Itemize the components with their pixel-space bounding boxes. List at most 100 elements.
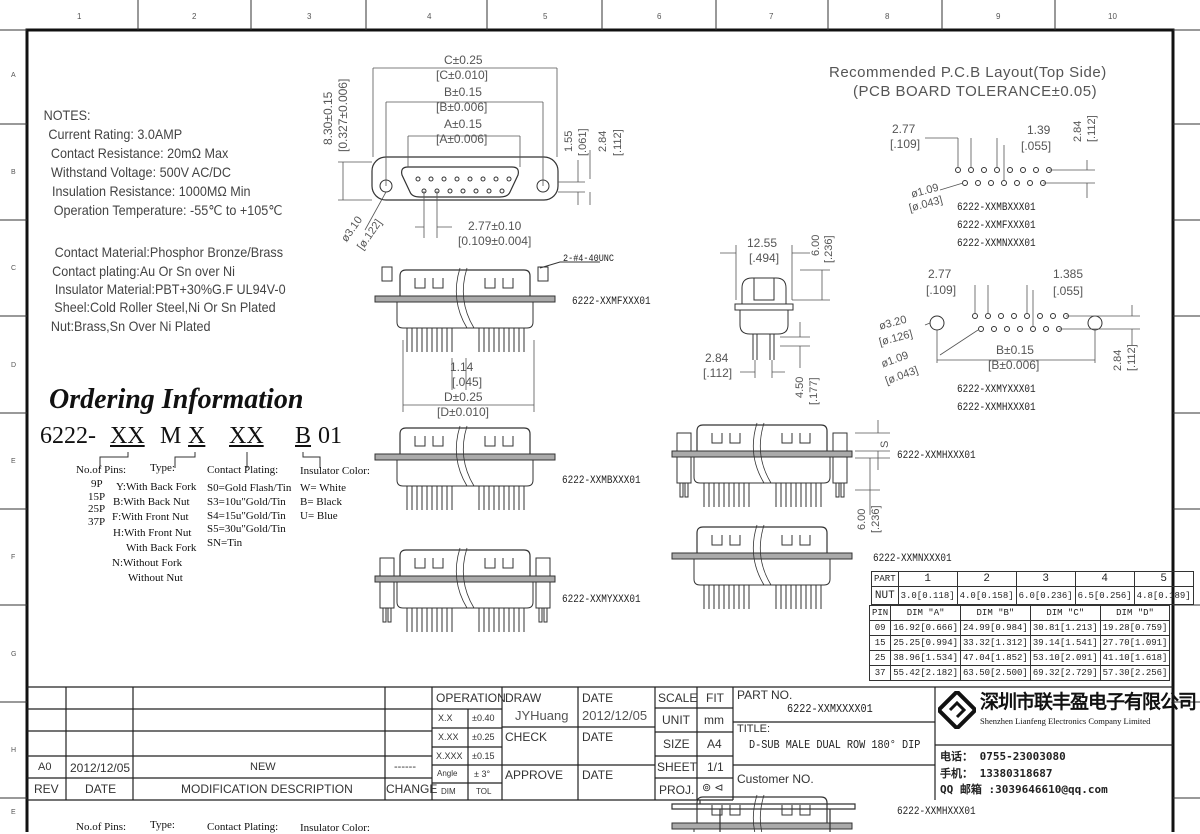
table-cell: 38.96[1.534] [890,650,962,666]
pins-option: 15P [88,491,106,503]
sheet-label: SHEET [657,760,698,774]
table-cell: DIM "A" [890,605,962,621]
table-cell: 39.14[1.541] [1029,635,1101,651]
col-label: 1 [77,12,82,21]
h-side-view [671,422,853,484]
col-label: 3 [307,12,312,21]
dim-width: 12.55 [747,236,778,250]
part-number: 6222-XXMXXXX01 [787,702,873,716]
table-cell: 27.70[1.091] [1099,635,1171,651]
table-cell: 3 [1015,571,1076,587]
company-tel: 电话： 0755-23003080 [940,750,1066,763]
projection-symbol-icon: ⊚ ⊲ [702,782,724,794]
dim-d: D±0.25 [444,390,483,404]
material-line: Contact Material:Phosphor Bronze/Brass [54,244,284,260]
company-name-cn: 深圳市联丰盈电子有限公司 [980,691,1197,713]
table-cell: 63.50[2.500] [960,665,1031,681]
customer-no-label: Customer NO. [737,772,814,786]
dim-1-55-in: [.061] [577,128,589,156]
dim-b: B±0.15 [444,85,482,99]
table-cell: 6.0[0.236] [1015,586,1076,605]
table-cell: 55.42[2.182] [890,665,962,681]
table-cell: DIM "B" [960,605,1031,621]
pins-option: 9P [91,478,103,490]
date-label: DATE [582,691,614,705]
view-label-n: 6222-XXMNXXX01 [873,553,952,565]
l2-part: 6222-XXMYXXX01 [957,384,1036,396]
pins-option: 25P [88,503,106,515]
change-header: CHANGE [386,782,438,796]
l1-half: 1.39 [1027,123,1051,137]
dim-pin-offset: 1.14 [450,360,474,374]
pcb-subtitle: (PCB BOARD TOLERANCE±0.05) [853,83,1098,100]
ordering-title: Ordering Information [49,384,304,415]
rev-header: REV [34,782,59,796]
tol-key: X.XXX [436,751,463,761]
type-option: Without Nut [128,572,183,584]
b-side-view [374,425,556,487]
l2-half-in: [.055] [1053,284,1084,298]
col-label: 6 [657,12,662,21]
note-line: Operation Temperature: -55℃ to +105℃ [53,202,283,218]
rev-change: ------ [394,761,416,773]
col-label: 7 [769,12,774,21]
code-type: X [188,423,206,449]
view-label-f: 6222-XXMFXXX01 [572,296,651,308]
bottom-strip: No.of Pins: Type: Contact Plating: Insul… [28,800,1173,834]
table-cell: DIM "D" [1099,605,1171,621]
operation-label: OPERATION [436,691,506,705]
l2-pitch: 2.77 [928,267,952,281]
draw-label: DRAW [505,691,542,705]
table-cell: 09 [868,620,892,636]
row-label: D [11,362,17,369]
plating-option: S5=30u"Gold/Tin [207,523,286,535]
dim-pitch: 2.77±0.10 [468,219,522,233]
dim-tail: 4.50 [794,376,806,398]
notes-title: NOTES: [43,107,91,123]
table-cell: 16.92[0.666] [890,620,962,636]
dim-d-in: [D±0.010] [437,405,489,419]
color-option: W= White [300,482,347,494]
table-cell: 2 [956,571,1017,587]
table-cell: 41.10[1.618] [1099,650,1171,666]
type-option: Y:With Back Fork [116,481,197,493]
dim-2-84-in: [.112] [612,129,624,156]
col-label: 5 [543,12,548,21]
plating-option: SN=Tin [207,537,243,549]
table-cell: 30.81[1.213] [1029,620,1101,636]
dim-tail-in: [.177] [808,377,820,405]
size-label: SIZE [663,737,690,751]
table-row: NUT 3.0[0.118] 4.0[0.158] 6.0[0.236] 6.5… [871,586,1194,605]
y-side-view [374,547,556,609]
view-label-h: 6222-XXMHXXX01 [897,450,976,462]
dim-h-height: 6.00 [856,508,868,530]
table-cell: 37 [868,665,892,681]
part-no-label: PART NO. [737,688,793,702]
title-label: TITLE: [737,723,771,735]
table-cell: 4.8[0.189] [1133,586,1194,605]
pcb-title: Recommended P.C.B Layout(Top Side) [829,64,1107,81]
proj-label: PROJ. [659,783,695,797]
company-name-en: Shenzhen Lianfeng Electronics Company Li… [980,716,1151,726]
f-side-view [374,267,556,329]
size-value: A4 [707,737,722,751]
type-label: Type: [150,462,175,474]
type-option: H:With Front Nut [113,527,192,539]
table-cell: 3.0[0.118] [897,586,958,605]
view-label-y: 6222-XXMYXXX01 [562,594,641,606]
code-m: M [160,423,182,449]
col-label: 8 [885,12,890,21]
type-option: B:With Back Nut [113,496,190,508]
table-cell: 25 [868,650,892,666]
view-label-h-2: 6222-XXMHXXX01 [897,806,976,818]
table-cell: DIM "C" [1029,605,1101,621]
sheet-value: 1/1 [707,760,724,774]
pins-label-repeat: No.of Pins: [76,821,127,833]
row-label: A [11,72,16,79]
dim-c: C±0.25 [444,53,483,67]
note-line: Withstand Voltage: 500V AC/DC [51,164,231,180]
table-row: PIN DIM "A" DIM "B" DIM "C" DIM "D" [868,605,1171,621]
